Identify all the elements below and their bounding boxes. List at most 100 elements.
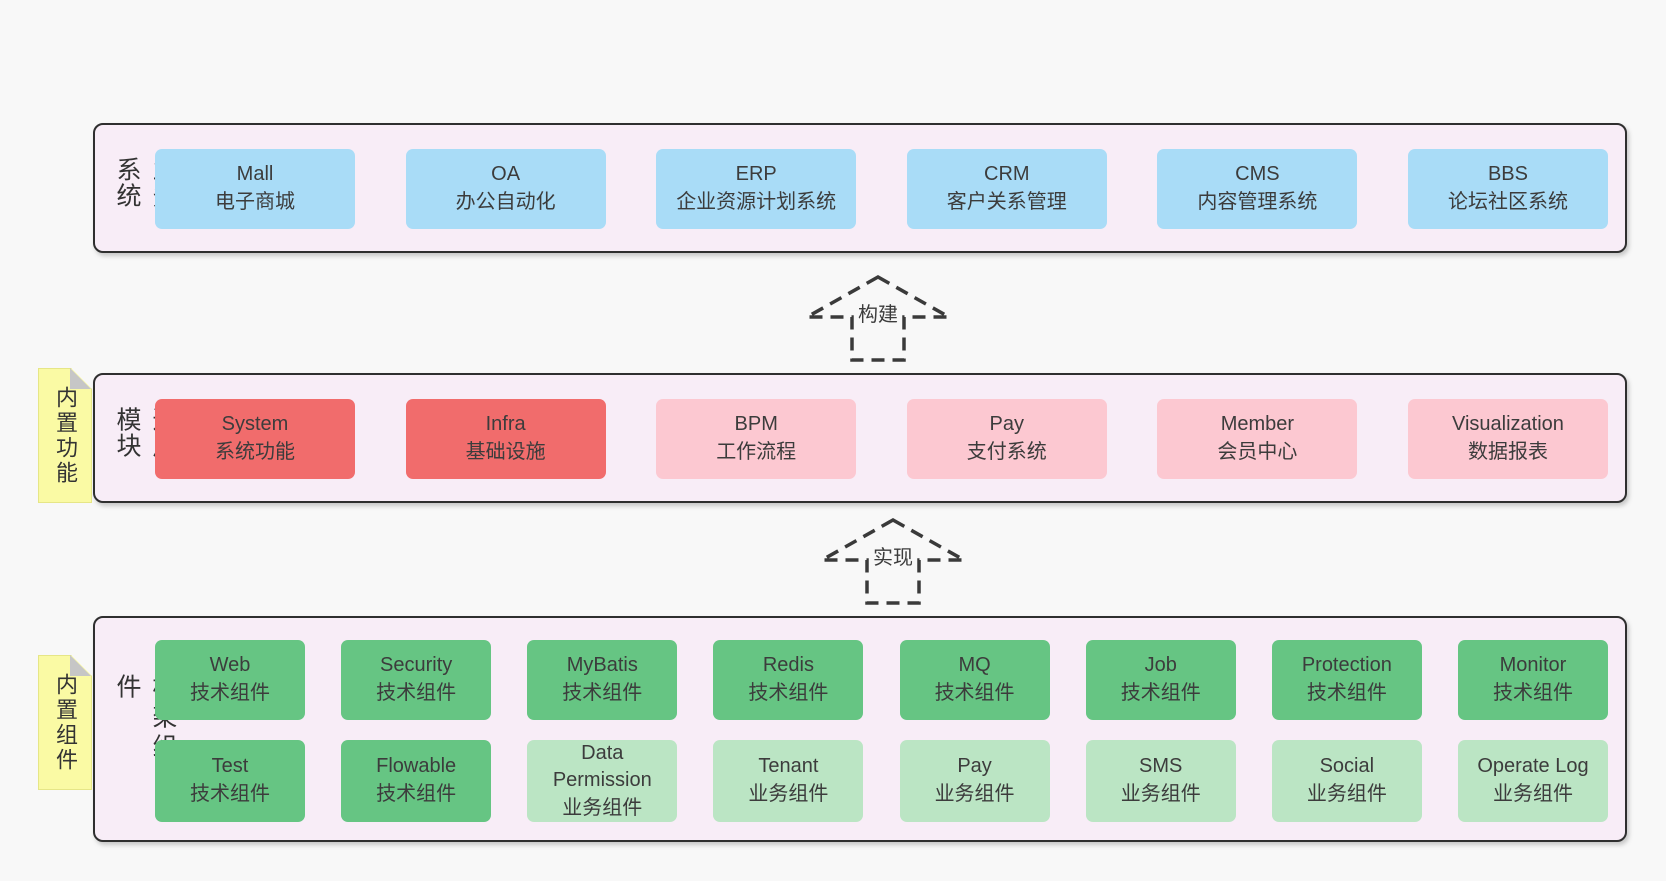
box-subtitle: 技术组件 [376, 682, 457, 704]
box-flowable: Flowable 技术组件 [341, 740, 492, 822]
box-subtitle: 基础设施 [465, 441, 546, 463]
box-title: System [221, 413, 289, 436]
band-business-systems: 业务系统 Mall 电子商城 OA 办公自动化 ERP 企业资源计划系统 CRM… [93, 123, 1627, 253]
box-subtitle: 技术组件 [190, 682, 270, 704]
box-pay: Pay 支付系统 [906, 399, 1107, 479]
box-title: ERP [735, 163, 777, 186]
box-subtitle: 系统功能 [215, 441, 295, 463]
box-subtitle: 会员中心 [1217, 441, 1298, 463]
box-subtitle: 客户关系管理 [946, 191, 1067, 213]
box-crm: CRM 客户关系管理 [906, 149, 1107, 229]
dashed-up-arrow-icon [815, 517, 971, 605]
box-title: Pay [957, 755, 992, 778]
box-sms: SMS 业务组件 [1085, 740, 1236, 822]
box-infra: Infra 基础设施 [405, 399, 606, 479]
band-common-modules: 通用模块 System 系统功能 Infra 基础设施 BPM 工作流程 Pay… [93, 373, 1627, 503]
box-title: Member [1220, 413, 1295, 436]
framework-components-row-2: Test 技术组件 Flowable 技术组件 Data Permission … [155, 740, 1608, 822]
box-title: Job [1144, 654, 1177, 677]
box-title: BBS [1487, 163, 1528, 186]
box-subtitle: 技术组件 [748, 682, 829, 704]
box-title: Web [209, 654, 251, 677]
sticky-note-built-in-components: 内置组件 [38, 655, 92, 790]
box-social: Social 业务组件 [1271, 740, 1422, 822]
box-title: Visualization [1452, 413, 1564, 436]
box-mall: Mall 电子商城 [155, 149, 355, 229]
box-subtitle: 办公自动化 [455, 191, 556, 213]
box-member: Member 会员中心 [1157, 399, 1358, 479]
box-subtitle: 业务组件 [748, 783, 829, 805]
box-title: Operate Log [1477, 755, 1589, 778]
box-test: Test 技术组件 [155, 740, 305, 822]
box-subtitle: 业务组件 [1306, 783, 1387, 805]
box-redis: Redis 技术组件 [713, 640, 864, 720]
box-oa: OA 办公自动化 [405, 149, 606, 229]
business-systems-row: Mall 电子商城 OA 办公自动化 ERP 企业资源计划系统 CRM 客户关系… [155, 149, 1608, 229]
box-title: MQ [958, 654, 991, 677]
box-bpm: BPM 工作流程 [656, 399, 857, 479]
box-subtitle: 业务组件 [562, 796, 643, 819]
implement-arrow: 实现 [813, 515, 973, 607]
box-subtitle: 技术组件 [1492, 682, 1573, 704]
box-subtitle: 技术组件 [934, 682, 1015, 704]
box-system: System 系统功能 [155, 399, 355, 479]
box-title: Redis [762, 654, 814, 677]
box-subtitle: 技术组件 [1306, 682, 1387, 704]
box-operate-log: Operate Log 业务组件 [1457, 740, 1608, 822]
box-title: Test [211, 755, 249, 778]
box-title: BPM [734, 413, 778, 436]
box-job: Job 技术组件 [1085, 640, 1236, 720]
framework-components-row-1: Web 技术组件 Security 技术组件 MyBatis 技术组件 Redi… [155, 640, 1608, 720]
box-title: Pay [989, 413, 1025, 436]
box-subtitle: 论坛社区系统 [1447, 191, 1568, 213]
box-title: Infra [485, 413, 526, 436]
box-subtitle: 电子商城 [215, 191, 295, 213]
box-title: CMS [1235, 163, 1280, 186]
box-subtitle: 内容管理系统 [1197, 191, 1318, 213]
band-framework-components: 框架组件 Web 技术组件 Security 技术组件 MyBatis 技术组件… [93, 616, 1627, 842]
box-title: Security [380, 654, 453, 677]
box-cms: CMS 内容管理系统 [1157, 149, 1358, 229]
box-subtitle: 数据报表 [1467, 441, 1548, 463]
common-modules-row: System 系统功能 Infra 基础设施 BPM 工作流程 Pay 支付系统… [155, 399, 1608, 479]
box-web: Web 技术组件 [155, 640, 305, 720]
build-arrow: 构建 [798, 272, 958, 364]
box-title: Protection [1301, 654, 1392, 677]
box-subtitle: 工作流程 [716, 441, 797, 463]
sticky-label: 内置功能 [53, 385, 78, 486]
box-subtitle: 业务组件 [1120, 783, 1201, 805]
box-title: Flowable [376, 755, 457, 778]
box-subtitle: 业务组件 [1492, 783, 1573, 805]
box-subtitle: 支付系统 [966, 441, 1047, 463]
box-title: Social [1319, 755, 1375, 778]
box-title: Data Permission [552, 741, 652, 792]
box-protection: Protection 技术组件 [1271, 640, 1422, 720]
box-title: Monitor [1499, 654, 1567, 677]
box-title: OA [491, 163, 521, 186]
box-bbs: BBS 论坛社区系统 [1407, 149, 1608, 229]
box-subtitle: 技术组件 [376, 783, 457, 805]
box-mq: MQ 技术组件 [899, 640, 1050, 720]
box-monitor: Monitor 技术组件 [1457, 640, 1608, 720]
box-subtitle: 业务组件 [934, 783, 1015, 805]
box-tenant: Tenant 业务组件 [713, 740, 864, 822]
box-title: SMS [1139, 755, 1183, 778]
box-subtitle: 技术组件 [190, 783, 270, 805]
box-subtitle: 技术组件 [1120, 682, 1201, 704]
box-subtitle: 企业资源计划系统 [676, 191, 837, 213]
box-title: Tenant [758, 755, 819, 778]
build-arrow-label: 构建 [855, 298, 901, 327]
box-erp: ERP 企业资源计划系统 [656, 149, 857, 229]
implement-arrow-label: 实现 [870, 541, 916, 570]
box-title: Mall [236, 163, 274, 186]
box-pay-component: Pay 业务组件 [899, 740, 1050, 822]
sticky-label: 内置组件 [53, 672, 78, 773]
dashed-up-arrow-icon [800, 274, 956, 362]
box-subtitle: 技术组件 [562, 682, 643, 704]
box-visualization: Visualization 数据报表 [1407, 399, 1608, 479]
box-title: CRM [984, 163, 1030, 186]
sticky-note-built-in-features: 内置功能 [38, 368, 92, 503]
box-data-permission: Data Permission 业务组件 [527, 740, 678, 822]
box-mybatis: MyBatis 技术组件 [527, 640, 678, 720]
